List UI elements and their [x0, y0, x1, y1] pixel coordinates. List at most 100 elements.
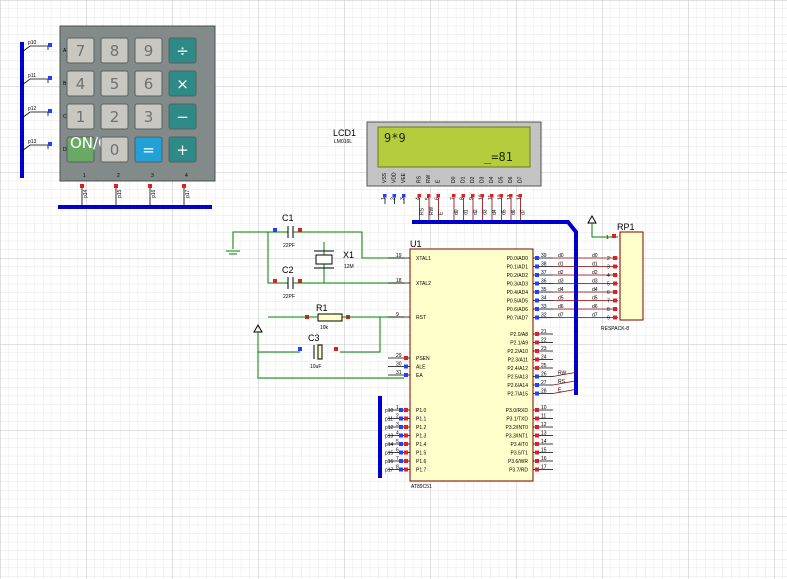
- lcd-pin-marker: [392, 194, 396, 198]
- mcu-pin-name: P3.5/T1: [510, 451, 528, 457]
- keypad-key[interactable]: 7: [66, 37, 95, 64]
- c3-pin-marker-2: [334, 347, 338, 351]
- lcd-net-label: RS: [420, 207, 426, 215]
- lcd-pin-marker: [480, 194, 484, 198]
- keypad-key[interactable]: 5: [100, 70, 129, 97]
- c3-value: 10uF: [310, 364, 321, 370]
- keypad-key[interactable]: =: [134, 136, 163, 163]
- mcu-pin-number: 38: [541, 262, 547, 268]
- mcu-pin-marker: [535, 425, 539, 429]
- keypad-key[interactable]: ×: [168, 70, 197, 97]
- keypad-key-label: +: [176, 141, 189, 159]
- mcu-pin-name: P3.0/RXD: [506, 408, 529, 414]
- keypad-key[interactable]: 6: [134, 70, 163, 97]
- mcu-pin-number: 39: [541, 253, 547, 259]
- mcu-pin-number: 4: [396, 431, 399, 437]
- keypad-row-marker: [48, 142, 52, 146]
- mcu-pin-marker: [535, 256, 539, 260]
- lcd-net-label: d5: [502, 209, 508, 215]
- lcd-net-label: d4: [492, 209, 498, 215]
- c3-plate-b: [317, 344, 323, 360]
- lcd-net-label: d7: [521, 209, 527, 215]
- lcd-display[interactable]: LCD1 LM016L 9*9 _=81 VSS1VDD2VEE3RS4RSRW…: [333, 121, 542, 220]
- mcu-pin-number: 3: [396, 422, 399, 428]
- lcd-pin-number: 3: [400, 197, 406, 200]
- lcd-pin-marker: [461, 194, 465, 198]
- mcu-pin-name: P0.2/AD2: [507, 273, 529, 279]
- mcu-pin-marker: [404, 408, 408, 412]
- keypad-key[interactable]: 9: [134, 37, 163, 64]
- mcu-net-marker: [399, 425, 403, 429]
- mcu-pin-number: 24: [541, 355, 547, 361]
- lcd-pin-name: E: [436, 179, 442, 183]
- mcu-pin-marker: [535, 416, 539, 421]
- rp1-vcc-wire: [591, 223, 618, 238]
- keypad-row-marker: [48, 76, 52, 80]
- rp1-pin-number: 5: [607, 282, 610, 288]
- x1-ref: X1: [343, 250, 354, 260]
- mcu-pin-number: 23: [541, 346, 547, 352]
- keypad-key[interactable]: −: [168, 103, 197, 130]
- mcu-net-marker: [399, 408, 403, 412]
- mcu-pin-name: P2.6/A14: [507, 383, 528, 389]
- rp1-pin-marker: [613, 256, 617, 260]
- p0-net-label: d6: [558, 304, 564, 310]
- mcu-pin-marker: [535, 408, 539, 412]
- rp1-pin-number: 6: [607, 290, 610, 296]
- keypad-col-net: p16: [151, 189, 157, 198]
- p2-wire: [552, 372, 576, 377]
- keypad-key[interactable]: 8: [100, 37, 129, 64]
- keypad-row-marker: [48, 109, 52, 113]
- mcu-net-marker: [399, 442, 403, 446]
- mcu-pin-number: 5: [396, 439, 399, 445]
- mcu-pin-name: P0.5/AD5: [507, 299, 529, 305]
- keypad-key-face: [100, 136, 129, 163]
- mcu-pin-number: 17: [541, 465, 547, 471]
- lcd-pin-marker: [436, 194, 440, 198]
- keypad-key-face: [66, 103, 95, 130]
- mcu-net-marker: [399, 433, 403, 438]
- xtal1-wire: [293, 231, 404, 259]
- c1-ref: C1: [282, 213, 294, 223]
- mcu-pin-name: P1.2: [416, 425, 427, 431]
- p2-net-label: E: [558, 388, 562, 394]
- keypad-key[interactable]: 2: [100, 103, 129, 130]
- keypad-col-marker: [114, 184, 118, 188]
- keypad-key[interactable]: 0: [100, 136, 129, 163]
- keypad-key-face: [66, 70, 95, 97]
- c1-value: 22PF: [283, 243, 295, 249]
- keypad-key-label: 5: [110, 75, 120, 93]
- keypad-col-number: 1: [83, 173, 86, 179]
- p0-net-label: d3: [558, 279, 564, 285]
- mcu-pin-marker: [404, 364, 408, 369]
- mcu-pin-name: P3.6/WR: [508, 459, 528, 465]
- keypad-key[interactable]: 1: [66, 103, 95, 130]
- keypad-key[interactable]: ÷: [168, 37, 197, 64]
- lcd-pin-marker: [427, 194, 431, 198]
- mcu-pin-name: P2.5/A13: [507, 375, 528, 381]
- keypad-row-letter: D: [63, 147, 67, 153]
- lcd-pin-number: 7: [450, 197, 456, 200]
- c2-ref: C2: [282, 265, 294, 275]
- keypad-key[interactable]: 4: [66, 70, 95, 97]
- keypad-key[interactable]: ON/C: [66, 134, 109, 163]
- rp1-net-label: d5: [592, 296, 598, 302]
- mcu-pin-name: P2.1/A9: [510, 341, 528, 347]
- rp1-pin-marker: [613, 315, 617, 320]
- rp1-body: [619, 231, 644, 321]
- keypad-row-wire: [21, 111, 49, 119]
- mcu-pin-number: 13: [541, 431, 547, 437]
- keypad-key[interactable]: +: [168, 136, 197, 163]
- keypad-key[interactable]: 3: [134, 103, 163, 130]
- r1-ref: R1: [316, 303, 328, 313]
- keypad-key-label: 4: [76, 75, 86, 93]
- mcu-pin-marker: [535, 307, 539, 311]
- keypad-key-label: 0: [110, 141, 120, 159]
- mcu-pin-name: P2.4/A12: [507, 366, 528, 372]
